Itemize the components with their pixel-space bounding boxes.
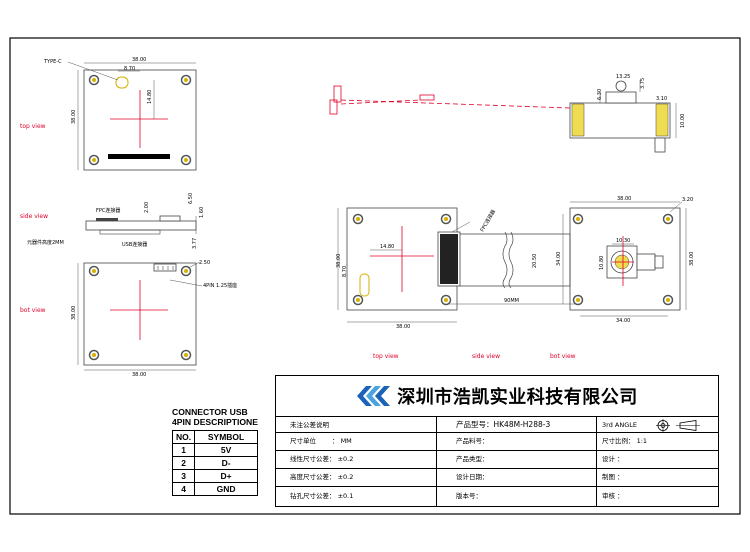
dim-bot-height: 38.00: [71, 306, 77, 320]
label-bot-view: bot view: [20, 307, 46, 314]
height-tolerance: 高度尺寸公差： ±0.2: [290, 473, 354, 481]
version: 版本号：: [456, 492, 482, 500]
dim-asm-1080: 10.80: [599, 256, 605, 270]
dim-asm-1030: 10.30: [616, 238, 630, 244]
dim-hole-250: 2.50: [199, 260, 210, 266]
product-model: 产品型号：HK48M-H288-3: [456, 420, 551, 429]
dim-asm-right-height: 38.00: [689, 252, 695, 266]
label-cable-length: 90MM: [504, 298, 519, 304]
dim-side-160: 1.60: [199, 207, 205, 218]
projection-symbol-icon: [656, 419, 700, 432]
right-assembly: 38.00 38.00 14.80 8.70 FPC连接器 90MM 20.50…: [336, 196, 695, 360]
outer-frame: [9, 37, 741, 515]
drafter: 制图 ：: [602, 473, 624, 481]
dim-center-y: 14.80: [147, 90, 153, 104]
scale: 尺寸比例： 1:1: [602, 437, 648, 445]
tol-note: 未注公差说明: [290, 421, 329, 429]
connector-title-2: 4PIN DESCRIPTIONE: [172, 417, 258, 427]
dim-top-height: 38.00: [71, 110, 77, 124]
label-bottom-bot-view: bot view: [550, 353, 576, 360]
dim-asm-320: 3.20: [682, 197, 693, 203]
dim-fpc-h: 2.00: [144, 202, 150, 213]
dim-asm-3400-v: 34.00: [556, 252, 562, 266]
label-component-height: 元器件高度2MM: [27, 239, 64, 246]
label-type-c: TYPE-C: [43, 59, 62, 65]
dim-elev-630: 6.30: [597, 89, 603, 100]
dim-elev-1000: 10.00: [680, 114, 686, 128]
designer: 设计 ：: [602, 455, 624, 463]
label-usb-socket: USB连接器: [122, 241, 147, 248]
dim-asm-1480: 14.80: [380, 244, 394, 250]
right-side-elevation: 13.25 6.30 3.75 3.10 10.00: [329, 74, 686, 153]
linear-tolerance: 线性尺寸公差： ±0.2: [290, 455, 354, 463]
company-header: 深圳市浩凯实业科技有限公司: [276, 376, 719, 417]
material-no: 产品料号：: [456, 437, 489, 445]
dim-side-650: 6.50: [188, 193, 194, 204]
table-row: 2 D-: [171, 456, 258, 470]
table-row: 1 5V: [171, 443, 258, 457]
pin-header-no: NO.: [171, 430, 196, 444]
title-block: 深圳市浩凯实业科技有限公司 未注公差说明 尺寸单位 ： MM 线性尺寸公差： ±…: [275, 375, 719, 507]
table-row: 4 GND: [171, 482, 258, 496]
label-fpc-socket: FPC连接器: [96, 207, 120, 214]
label-side-view: side view: [20, 213, 48, 220]
projection-angle: 3rd ANGLE: [602, 421, 637, 429]
pin-symbol: D-: [194, 456, 258, 470]
connector-pin-table: CONNECTOR USB 4PIN DESCRIPTIONE NO. SYMB…: [171, 407, 264, 496]
dim-elev-310: 3.10: [656, 96, 667, 102]
left-top-view: 38.00 8.70 38.00 14.80 TYPE-C top view: [20, 57, 197, 171]
dim-lens-d: 13.25: [616, 74, 630, 80]
label-top-view: top view: [20, 123, 46, 130]
dim-typec-offset: 8.70: [124, 66, 135, 72]
product-type: 产品类型：: [456, 455, 489, 463]
hole-tolerance: 钻孔尺寸公差： ±0.1: [290, 492, 354, 500]
reviewer: 审核 ：: [602, 492, 624, 500]
pin-symbol: D+: [194, 469, 258, 483]
table-row: 3 D+: [171, 469, 258, 483]
left-bot-view: 2.50 4PIN 1.25插座 38.00 38.00 bot view: [20, 260, 237, 378]
pin-table: NO. SYMBOL 1 5V 2 D- 3 D+ 4 GND: [171, 430, 258, 496]
left-side-view: FPC连接器 2.00 6.50 1.60 3.77 元器件高度2MM USB连…: [20, 193, 205, 249]
design-date: 设计日期：: [456, 473, 489, 481]
unit-label: 尺寸单位: [290, 437, 316, 445]
connector-title-1: CONNECTOR USB: [172, 407, 248, 417]
dim-asm-3400-h: 34.00: [616, 318, 630, 324]
unit-value: ： MM: [332, 437, 352, 445]
label-fpc-right: FPC连接器: [479, 208, 497, 233]
dim-asm-left-width: 38.00: [396, 324, 410, 330]
label-bottom-top-view: top view: [373, 353, 399, 360]
dim-asm-left-height: 38.00: [336, 254, 342, 268]
dim-elev-375: 3.75: [640, 78, 646, 89]
pin-symbol: GND: [194, 482, 258, 496]
dim-side-377: 3.77: [192, 238, 198, 249]
pin-symbol: 5V: [194, 443, 258, 457]
dim-asm-2050: 20.50: [532, 254, 538, 268]
label-bottom-side-view: side view: [472, 353, 500, 360]
company-name: 深圳市浩凯实业科技有限公司: [397, 387, 638, 408]
dim-bot-width: 38.00: [132, 372, 146, 378]
dim-asm-870: 8.70: [342, 266, 348, 277]
pin-no: 2: [171, 456, 196, 470]
pin-header-symbol: SYMBOL: [194, 430, 258, 444]
dim-asm-right-width: 38.00: [617, 196, 631, 202]
pin-no: 4: [171, 482, 196, 496]
label-4pin-socket: 4PIN 1.25插座: [203, 282, 237, 289]
company-logo-icon: [357, 386, 391, 406]
pin-no: 1: [171, 443, 196, 457]
dim-top-width: 38.00: [132, 57, 146, 63]
pin-no: 3: [171, 469, 196, 483]
